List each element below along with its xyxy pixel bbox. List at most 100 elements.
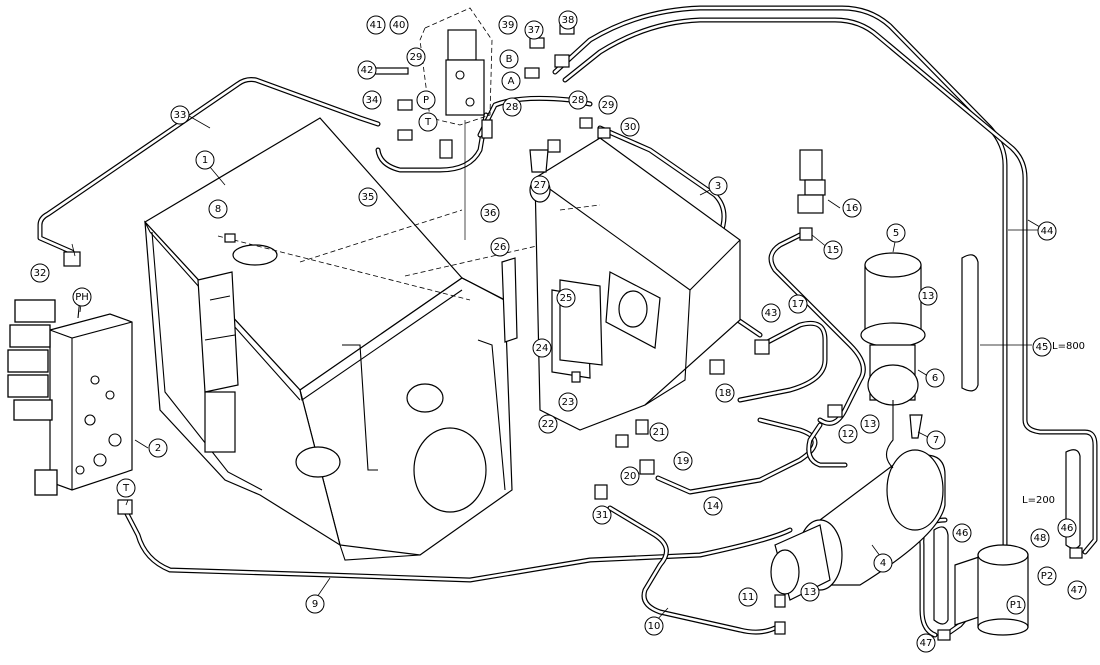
- callout-17: 17: [788, 294, 808, 314]
- callout-label: 25: [560, 293, 573, 304]
- callout-label: 43: [765, 308, 778, 319]
- callout-label: 11: [742, 592, 755, 603]
- callout-18: 18: [715, 383, 735, 403]
- top-solenoid-valve: [419, 7, 493, 240]
- callout-label: 38: [562, 15, 575, 26]
- port-label: B: [506, 54, 513, 65]
- fittings: [63, 21, 1083, 641]
- callout-label: 28: [572, 95, 585, 106]
- callout-47: 47: [916, 633, 936, 653]
- callout-label: 10: [648, 621, 661, 632]
- callout-label: 37: [528, 25, 541, 36]
- callout-13: 13: [860, 414, 880, 434]
- callout-label: 2: [155, 443, 161, 454]
- callout-15: 15: [823, 240, 843, 260]
- callout-label: 4: [880, 558, 886, 569]
- callout-14: 14: [703, 496, 723, 516]
- callout-39: 39: [498, 15, 518, 35]
- callout-label: 46: [1061, 523, 1074, 534]
- callout-label: 20: [624, 471, 637, 482]
- callout-label: 41: [370, 20, 383, 31]
- callout-label: 21: [653, 427, 666, 438]
- callout-10: 10: [644, 616, 664, 636]
- callout-30: 30: [620, 117, 640, 137]
- callout-7: 7: [926, 430, 946, 450]
- callout-label: 15: [827, 245, 840, 256]
- callout-label: 23: [562, 397, 575, 408]
- callout-label: 30: [624, 122, 637, 133]
- callout-label: 31: [596, 510, 609, 521]
- callout-label: 29: [602, 100, 615, 111]
- callout-42: 42: [357, 60, 377, 80]
- port-label: P1: [1010, 600, 1022, 611]
- callout-label: 36: [484, 208, 497, 219]
- port-ph: PH: [72, 287, 92, 307]
- callout-6: 6: [925, 368, 945, 388]
- callout-38: 38: [558, 10, 578, 30]
- callout-45: 45: [1032, 337, 1052, 357]
- callout-label: 18: [719, 388, 732, 399]
- callout-26: 26: [490, 237, 510, 257]
- callout-40: 40: [389, 15, 409, 35]
- callout-37: 37: [524, 20, 544, 40]
- callout-label: 1: [202, 155, 208, 166]
- callout-label: 19: [677, 456, 690, 467]
- callout-16: 16: [842, 198, 862, 218]
- callout-label: 14: [707, 501, 720, 512]
- callout-2: 2: [148, 438, 168, 458]
- port-label: A: [508, 76, 515, 87]
- callout-36: 36: [480, 203, 500, 223]
- callout-label: 34: [366, 95, 379, 106]
- callout-label: 47: [920, 638, 933, 649]
- callout-29: 29: [598, 95, 618, 115]
- port-p2: P2: [1037, 566, 1057, 586]
- callout-41: 41: [366, 15, 386, 35]
- callout-46: 46: [952, 523, 972, 543]
- port-label: T: [424, 117, 432, 128]
- callout-label: 16: [846, 203, 859, 214]
- callout-32: 32: [30, 263, 50, 283]
- protective-sleeves: [933, 254, 1081, 625]
- callout-label: 5: [893, 228, 899, 239]
- callout-label: 28: [506, 102, 519, 113]
- callout-44: 44: [1037, 221, 1057, 241]
- callout-31: 31: [592, 505, 612, 525]
- callout-9: 9: [305, 594, 325, 614]
- callout-label: 6: [932, 373, 938, 384]
- callout-11: 11: [738, 587, 758, 607]
- callout-label: 7: [933, 435, 939, 446]
- port-t: T: [418, 112, 438, 132]
- callout-label: 32: [34, 268, 47, 279]
- callout-23: 23: [558, 392, 578, 412]
- callout-label: 29: [410, 52, 423, 63]
- dimension-note-l200: L=200: [1022, 495, 1055, 506]
- callout-22: 22: [538, 414, 558, 434]
- valve-16: [797, 149, 826, 214]
- callout-label: 40: [393, 20, 406, 31]
- callout-label: 3: [715, 181, 721, 192]
- callout-27: 27: [530, 175, 550, 195]
- electric-motor: [770, 449, 946, 601]
- port-a: A: [501, 71, 521, 91]
- port-p: P: [416, 90, 436, 110]
- callout-label: 17: [792, 299, 805, 310]
- callout-label: 24: [536, 343, 549, 354]
- port-t: T: [116, 478, 136, 498]
- callout-label: 44: [1041, 226, 1054, 237]
- callout-24: 24: [532, 338, 552, 358]
- callout-label: 22: [542, 419, 555, 430]
- callout-46: 46: [1057, 518, 1077, 538]
- callout-29: 29: [406, 47, 426, 67]
- callout-1: 1: [195, 150, 215, 170]
- port-b: B: [499, 49, 519, 69]
- port-label: PH: [75, 292, 89, 303]
- callout-4: 4: [873, 553, 893, 573]
- callout-label: 9: [312, 599, 318, 610]
- callout-label: 13: [804, 587, 817, 598]
- callout-43: 43: [761, 303, 781, 323]
- callout-label: 48: [1034, 533, 1047, 544]
- callout-label: 26: [494, 242, 507, 253]
